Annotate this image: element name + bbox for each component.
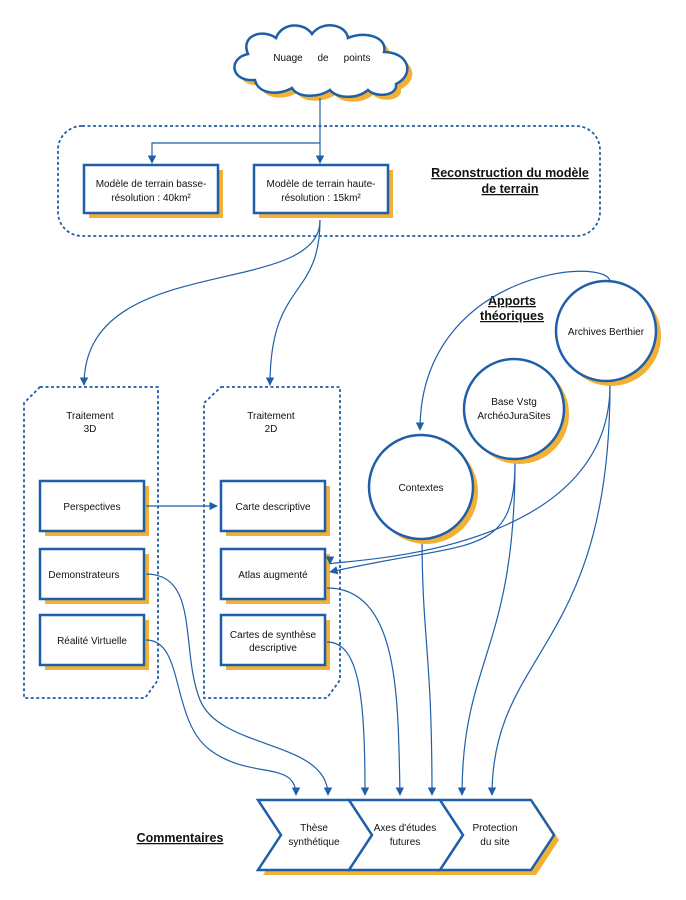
contextes-circle: Contextes — [367, 433, 478, 544]
high-res-line-2: résolution : 15km² — [281, 193, 361, 204]
axes-line-2: futures — [390, 837, 421, 848]
reconstruction-title-2: de terrain — [482, 182, 539, 196]
flow-realite-to-these — [145, 639, 301, 796]
cartes-de-synthese-line-2: descriptive — [249, 643, 297, 654]
perspectives-box: Perspectives — [38, 479, 149, 536]
cloud-word-2: de — [317, 53, 329, 64]
base-vstg-circle: Base Vstg ArchéoJuraSites — [462, 357, 569, 464]
cloud-word-3: points — [344, 53, 371, 64]
carte-descriptive-box: Carte descriptive — [219, 479, 330, 536]
protection-line-2: du site — [480, 837, 510, 848]
cartes-de-synthese-box: Cartes de synthèse descriptive — [219, 613, 330, 670]
perspectives-label: Perspectives — [63, 502, 120, 513]
chevron-axes-etudes: Axes d'études futures — [346, 798, 468, 875]
atlas-augmente-label: Atlas augmenté — [238, 570, 308, 581]
commentaires-title: Commentaires — [137, 831, 224, 845]
flow-synthese-to-axes — [326, 641, 370, 796]
flow-contextes-to-axes — [421, 533, 437, 796]
traitement-2d-title-2: 2D — [265, 424, 278, 435]
low-res-model-box: Modèle de terrain basse- résolution : 40… — [82, 163, 223, 218]
these-line-2: synthétique — [288, 837, 340, 848]
apports-title-2: théoriques — [480, 309, 544, 323]
atlas-augmente-box: Atlas augmenté — [219, 547, 330, 604]
flow-cloud-to-low-res — [147, 142, 320, 164]
archives-berthier-circle: Archives Berthier — [554, 279, 661, 386]
axes-line-1: Axes d'études — [374, 823, 437, 834]
demonstrateurs-box: Demonstrateurs — [38, 547, 149, 604]
traitement-3d-title-1: Traitement — [66, 411, 114, 422]
high-res-line-1: Modèle de terrain haute- — [267, 179, 376, 190]
cloud-nuage-de-points: Nuage de points — [233, 24, 413, 102]
carte-descriptive-label: Carte descriptive — [235, 502, 310, 513]
flow-base-to-atlas — [329, 461, 516, 575]
traitement-3d-title-2: 3D — [84, 424, 97, 435]
low-res-line-2: résolution : 40km² — [111, 193, 191, 204]
chevron-protection-site: Protection du site — [437, 798, 559, 875]
base-vstg-line-1: Base Vstg — [491, 397, 537, 408]
apports-title-1: Apports — [488, 294, 536, 308]
cloud-word-1: Nuage — [273, 53, 303, 64]
protection-line-1: Protection — [472, 823, 517, 834]
traitement-2d-title-1: Traitement — [247, 411, 295, 422]
archives-berthier-label: Archives Berthier — [568, 327, 645, 338]
reconstruction-title-1: Reconstruction du modèle — [431, 166, 589, 180]
traitement-3d-group — [23, 386, 159, 699]
cartes-de-synthese-line-1: Cartes de synthèse — [230, 630, 317, 641]
contextes-label: Contextes — [398, 483, 443, 494]
flow-high-res-to-3d — [79, 219, 321, 386]
flow-archives-to-atlas — [326, 384, 611, 565]
flow-archives-to-protection — [487, 384, 611, 796]
high-res-model-box: Modèle de terrain haute- résolution : 15… — [252, 163, 393, 218]
flow-base-to-protection — [457, 461, 516, 796]
demonstrateurs-label: Demonstrateurs — [48, 570, 119, 581]
flow-demonstrateurs-to-these — [145, 573, 333, 796]
flow-archives-to-contextes — [415, 270, 611, 431]
flow-high-res-to-2d — [265, 219, 321, 386]
flow-atlas-to-axes — [326, 587, 405, 796]
low-res-line-1: Modèle de terrain basse- — [96, 179, 207, 190]
realite-virtuelle-label: Réalité Virtuelle — [57, 636, 127, 647]
base-vstg-line-2: ArchéoJuraSites — [477, 411, 550, 422]
reconstruction-group — [57, 125, 601, 237]
realite-virtuelle-box: Réalité Virtuelle — [38, 613, 149, 670]
these-line-1: Thèse — [300, 823, 328, 834]
